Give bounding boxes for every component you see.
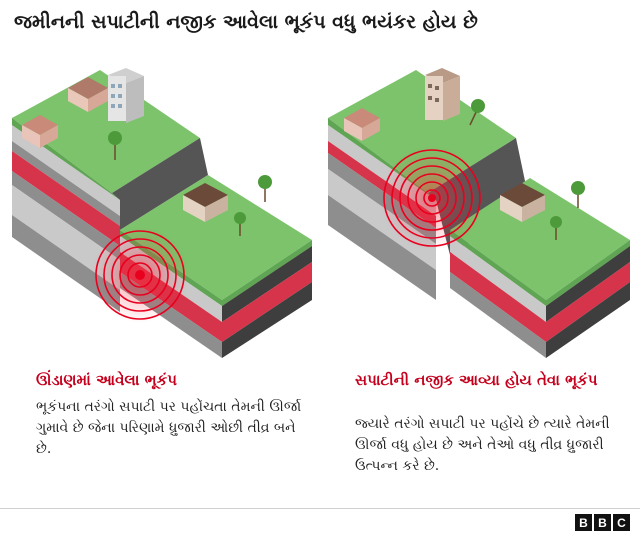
right-house-1 <box>344 108 380 141</box>
right-lowered-grass <box>450 178 630 300</box>
right-lowered-side <box>546 246 630 358</box>
left-house-1 <box>22 115 58 148</box>
deep-quake-heading: ઊંડાણમાં આવેલા ભૂકંપ <box>36 371 177 389</box>
left-lowered-grass <box>120 175 312 300</box>
deep-quake-description: ભૂકંપના તરંગો સપાટી પર પહોંચતા તેમની ઊર્… <box>36 399 302 457</box>
left-raised-side <box>12 125 120 312</box>
left-tower <box>108 68 144 123</box>
shallow-quake-block <box>328 68 630 358</box>
deep-quake-block <box>12 68 312 358</box>
shallow-quake-description: જ્યારે તરંગો સપાટી પર પહોંચે છે ત્યારે ત… <box>355 416 610 474</box>
left-palms <box>108 131 272 236</box>
right-palms <box>469 99 585 240</box>
left-house-3 <box>183 183 228 222</box>
bbc-logo-c: C <box>613 514 630 531</box>
left-house-2 <box>68 77 108 112</box>
earthquake-diagram <box>12 68 630 358</box>
left-lowered-side <box>222 246 312 358</box>
left-raised-grass <box>12 70 200 193</box>
page-title: જમીનની સપાટીની નજીક આવેલા ભૂકંપ વધુ ભયંક… <box>14 11 478 33</box>
shallow-quake-heading: સપાટીની નજીક આવ્યા હોય તેવા ભૂકંપ <box>355 371 598 389</box>
bbc-logo-b1: B <box>575 514 592 531</box>
bbc-logo-b2: B <box>594 514 611 531</box>
deep-quake-rings <box>92 227 188 323</box>
bbc-logo: B B C <box>575 514 630 531</box>
right-damaged-tower <box>425 68 460 121</box>
left-fault-face <box>112 138 208 230</box>
footer-divider <box>0 508 640 509</box>
right-house-2 <box>500 183 545 222</box>
shallow-quake-rings <box>380 146 484 250</box>
